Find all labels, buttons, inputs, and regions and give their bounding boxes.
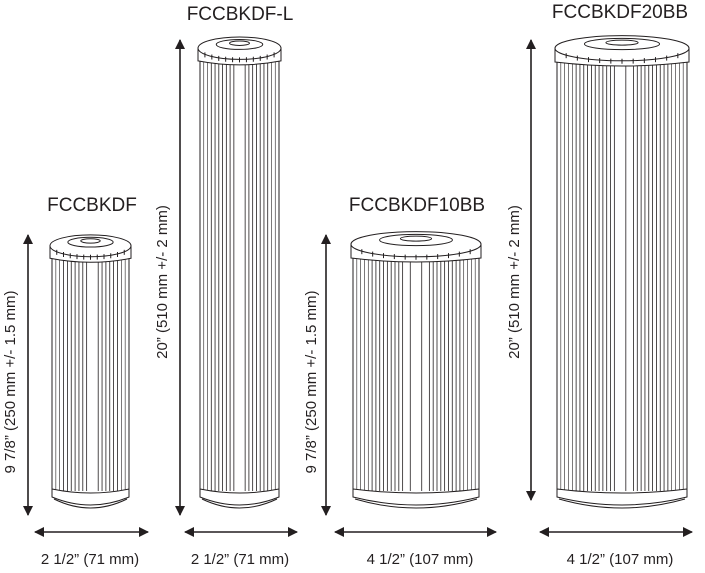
cartridge-name: FCCBKDF (47, 195, 137, 216)
cartridge-fccbkdf-l: FCCBKDF-L 20” (510 mm +/- 2 mm) 2 1/2” (71… (154, 4, 298, 568)
bottom-cap-rim (354, 498, 478, 509)
filter-media (199, 56, 280, 496)
cartridge-body (49, 234, 132, 509)
center-opening (605, 39, 639, 46)
bottom-cap (51, 488, 130, 506)
height-label: 20” (510 mm +/- 2 mm) (154, 205, 171, 359)
cartridge-body (350, 231, 482, 509)
height-label: 20” (510 mm +/- 2 mm) (506, 205, 523, 359)
filter-media (51, 253, 130, 496)
cartridge-name: FCCBKDF20BB (552, 2, 688, 23)
cartridge-name: FCCBKDF10BB (349, 195, 485, 216)
width-label: 2 1/2” (71 mm) (41, 551, 139, 568)
cartridge-body (197, 36, 282, 509)
bottom-cap-rim (201, 498, 278, 509)
filter-media (352, 253, 480, 496)
bottom-cap (556, 488, 688, 506)
cartridge-fccbkdf: FCCBKDF 9 7/8” (250 mm +/- 1.5 mm) 2 1/2” … (2, 195, 149, 568)
bottom-cap-rim (558, 498, 686, 509)
cartridge-name: FCCBKDF-L (187, 4, 294, 25)
center-opening (399, 235, 433, 242)
cartridge-fccbkdf10bb: FCCBKDF10BB 9 7/8” (250 mm +/- 1.5 mm) 4 1… (303, 195, 497, 568)
bottom-cap (352, 488, 480, 506)
filter-media (556, 57, 688, 496)
height-label: 9 7/8” (250 mm +/- 1.5 mm) (2, 291, 19, 474)
width-label: 4 1/2” (107 mm) (567, 551, 674, 568)
bottom-cap (199, 488, 280, 506)
width-label: 2 1/2” (71 mm) (191, 551, 289, 568)
height-label: 9 7/8” (250 mm +/- 1.5 mm) (303, 291, 320, 474)
bottom-cap-rim (53, 498, 128, 509)
center-opening (229, 40, 250, 46)
width-label: 4 1/2” (107 mm) (367, 551, 474, 568)
center-opening (80, 238, 101, 244)
cartridge-body (554, 35, 690, 509)
cartridge-fccbkdf20bb: FCCBKDF20BB 20” (510 mm +/- 2 mm) 4 1/2” (… (506, 2, 693, 568)
